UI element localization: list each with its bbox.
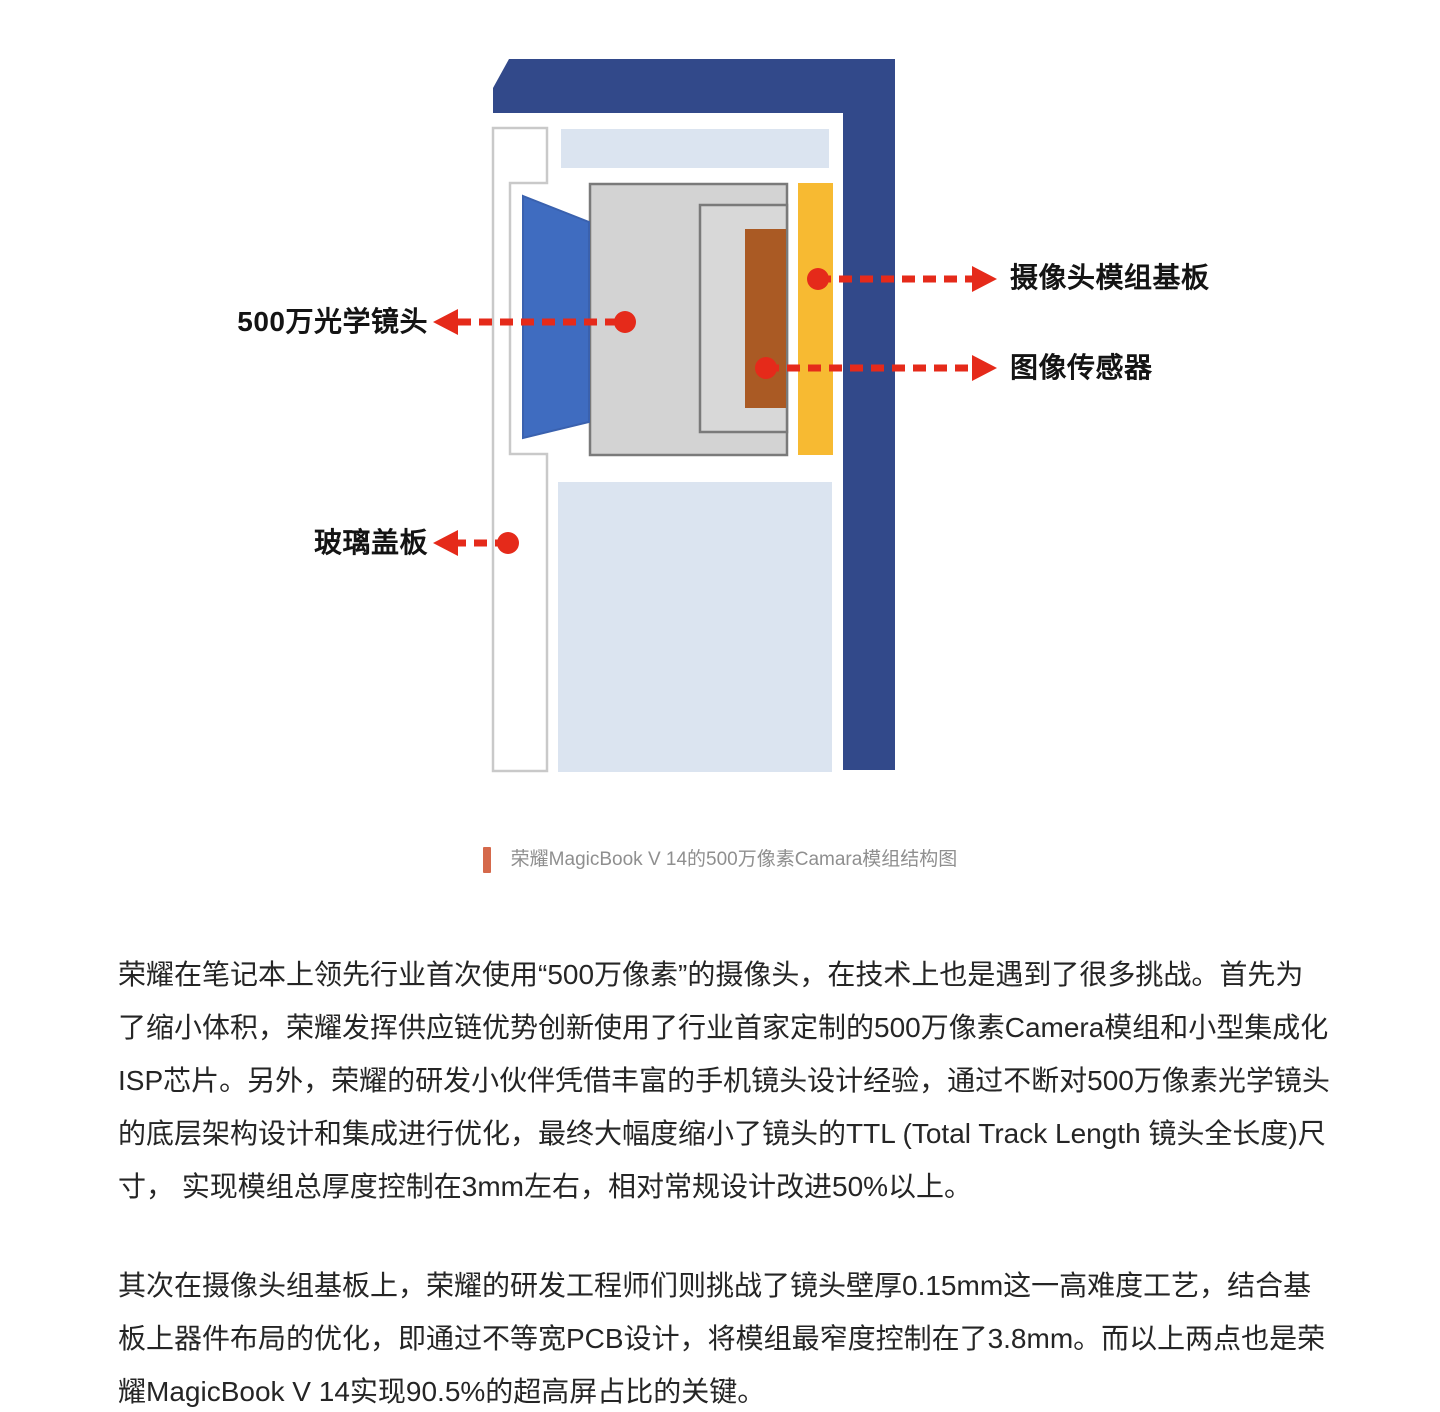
- lens-callout-arrow: [433, 309, 636, 335]
- substrate-callout-arrow: [807, 266, 997, 292]
- paragraph-2: 其次在摄像头组基板上，荣耀的研发工程师们则挑战了镜头壁厚0.15mm这一高难度工…: [118, 1270, 1326, 1407]
- label-glass-cover: 玻璃盖板: [313, 527, 428, 558]
- caption-text: 荣耀MagicBook V 14的500万像素Camara模组结构图: [510, 849, 958, 870]
- display-layer-bottom: [558, 482, 832, 772]
- lens-anchor-dot: [614, 311, 636, 333]
- label-module-substrate: 摄像头模组基板: [1010, 262, 1210, 293]
- substrate-arrowhead: [972, 266, 997, 292]
- substrate-anchor-dot: [807, 268, 829, 290]
- camera-module-diagram: 500万光学镜头 摄像头模组基板 图像传感器 玻璃盖板: [237, 59, 1210, 773]
- caption-marker-bar: [482, 847, 491, 873]
- glass-anchor-dot: [497, 532, 519, 554]
- camera-module-schematic: [433, 59, 997, 773]
- glass-arrowhead: [433, 530, 458, 556]
- sensor-arrowhead: [972, 355, 997, 381]
- glass-cover-plate: [491, 126, 549, 773]
- optical-lens-cone: [522, 194, 590, 440]
- paragraph-1: 荣耀在笔记本上领先行业首次使用“500万像素”的摄像头，在技术上也是遇到了很多挑…: [118, 959, 1330, 1202]
- figure-caption: 荣耀MagicBook V 14的500万像素Camara模组结构图: [0, 846, 1440, 874]
- label-image-sensor: 图像传感器: [1010, 352, 1153, 383]
- display-layer-top: [561, 129, 829, 168]
- sensor-callout-arrow: [755, 355, 997, 381]
- label-optical-lens: 500万光学镜头: [237, 306, 428, 337]
- image-sensor-die: [745, 229, 786, 408]
- substrate-bar: [798, 183, 833, 455]
- sensor-anchor-dot: [755, 357, 777, 379]
- laptop-lid-frame: [493, 59, 895, 770]
- glass-callout-arrow: [433, 530, 519, 556]
- article-body: 荣耀在笔记本上领先行业首次使用“500万像素”的摄像头，在技术上也是遇到了很多挑…: [118, 948, 1330, 1412]
- lens-arrowhead: [433, 309, 458, 335]
